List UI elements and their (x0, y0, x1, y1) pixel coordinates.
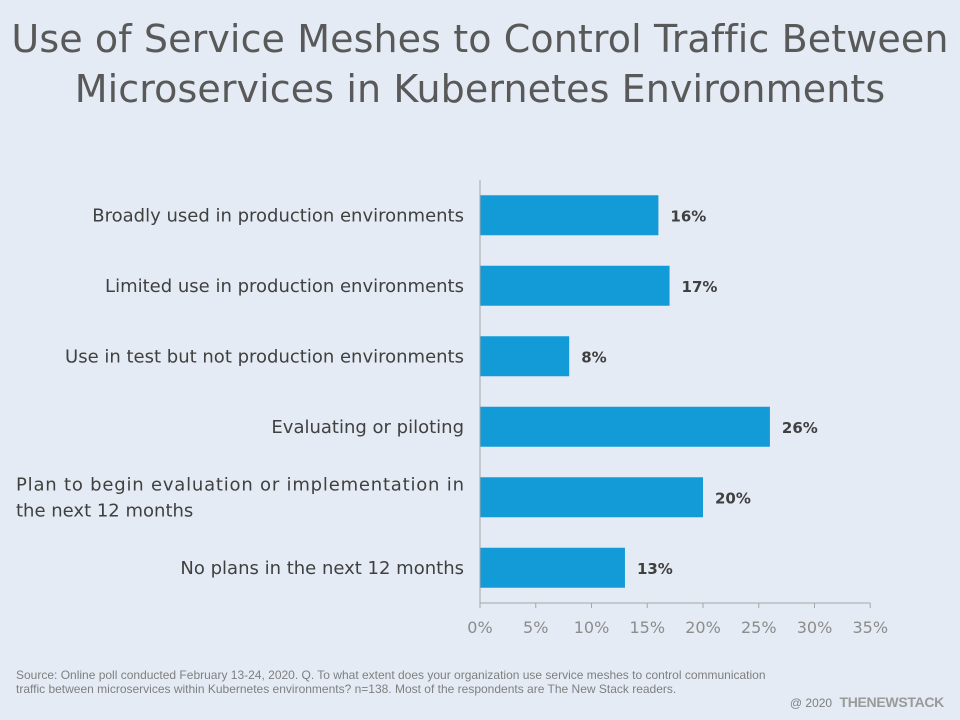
bar-0 (480, 195, 659, 236)
data-label-4: 20% (715, 489, 751, 507)
data-label-0: 16% (670, 207, 706, 225)
source-note: Source: Online poll conducted February 1… (16, 668, 766, 696)
category-label-1: Limited use in production environments (105, 276, 464, 297)
chart-axes: 0% 5% 10% 15% 20% 25% 30% 35% (467, 180, 888, 637)
x-tick-label-2: 10% (574, 618, 610, 637)
bar-5 (480, 547, 625, 588)
x-tick-label-1: 5% (523, 618, 548, 637)
category-label-3: Evaluating or piloting (271, 417, 464, 438)
category-label-2: Use in test but not production environme… (65, 346, 464, 367)
bar-1 (480, 265, 670, 306)
x-tick-label-5: 25% (741, 618, 777, 637)
bar-series: 16% Broadly used in production environmen… (16, 195, 818, 588)
chart-title-line-1: Use of Service Meshes to Control Traffic… (11, 17, 949, 61)
data-label-2: 8% (581, 348, 606, 366)
data-label-5: 13% (637, 560, 673, 578)
brand-logo: THENEWSTACK (839, 694, 944, 710)
category-label-4-line-0: Plan to begin evaluation or implementati… (16, 474, 464, 495)
copyright-text: @ 2020 (789, 696, 833, 710)
x-tick-label-4: 20% (685, 618, 721, 637)
bar-4 (480, 477, 703, 518)
bar-2 (480, 336, 570, 377)
x-tick-label-3: 15% (629, 618, 665, 637)
chart-title: Use of Service Meshes to Control Traffic… (0, 14, 960, 114)
category-label-4-line-1: the next 12 months (16, 500, 193, 521)
credit: @ 2020 THENEWSTACK (790, 694, 944, 710)
chart-title-line-2: Microservices in Kubernetes Environments (74, 67, 886, 111)
x-tick-label-6: 30% (797, 618, 833, 637)
x-tick-label-0: 0% (467, 618, 492, 637)
x-tick-label-7: 35% (852, 618, 888, 637)
category-label-4: Plan to begin evaluation or implementati… (16, 474, 464, 521)
bar-3 (480, 406, 770, 447)
category-label-0: Broadly used in production environments (92, 205, 464, 226)
category-label-5: No plans in the next 12 months (180, 558, 464, 579)
data-label-1: 17% (682, 278, 718, 296)
data-label-3: 26% (782, 419, 818, 437)
